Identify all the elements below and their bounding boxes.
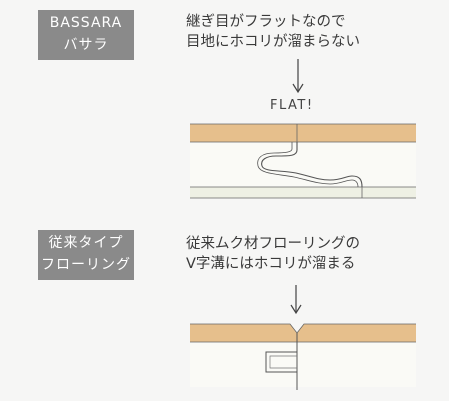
conventional-joint-profile (265, 351, 297, 373)
conventional-desc-line2: V字溝にはホコリが溜まる (186, 256, 356, 272)
bassara-board-diagram (190, 123, 416, 199)
bassara-desc-line2: 目地にホコリが溜まらない (186, 34, 360, 50)
bassara-base-layer (190, 187, 416, 198)
bassara-badge: BASSARA バサラ (38, 10, 134, 60)
bassara-badge-line2: バサラ (63, 37, 109, 53)
conventional-board-diagram (190, 323, 416, 390)
conventional-desc-line1: 従来ムク材フローリングの (186, 236, 360, 252)
bassara-desc-line1: 継ぎ目がフラットなので (186, 14, 346, 30)
conventional-wood-layer (190, 324, 416, 342)
conventional-badge-line2: フローリング (41, 257, 131, 273)
bassara-wood-layer (190, 124, 416, 142)
conventional-badge-line1: 従来タイプ (48, 235, 124, 251)
down-arrow-top (292, 59, 304, 94)
down-arrow-bottom (290, 285, 302, 315)
bassara-description: 継ぎ目がフラットなので 目地にホコリが溜まらない (186, 12, 360, 52)
conventional-badge: 従来タイプ フローリング (38, 230, 134, 280)
bassara-badge-line1: BASSARA (49, 15, 123, 31)
bassara-joint-profile (261, 142, 363, 188)
conventional-description: 従来ムク材フローリングの V字溝にはホコリが溜まる (186, 234, 360, 274)
flat-label: FLAT! (270, 98, 314, 113)
